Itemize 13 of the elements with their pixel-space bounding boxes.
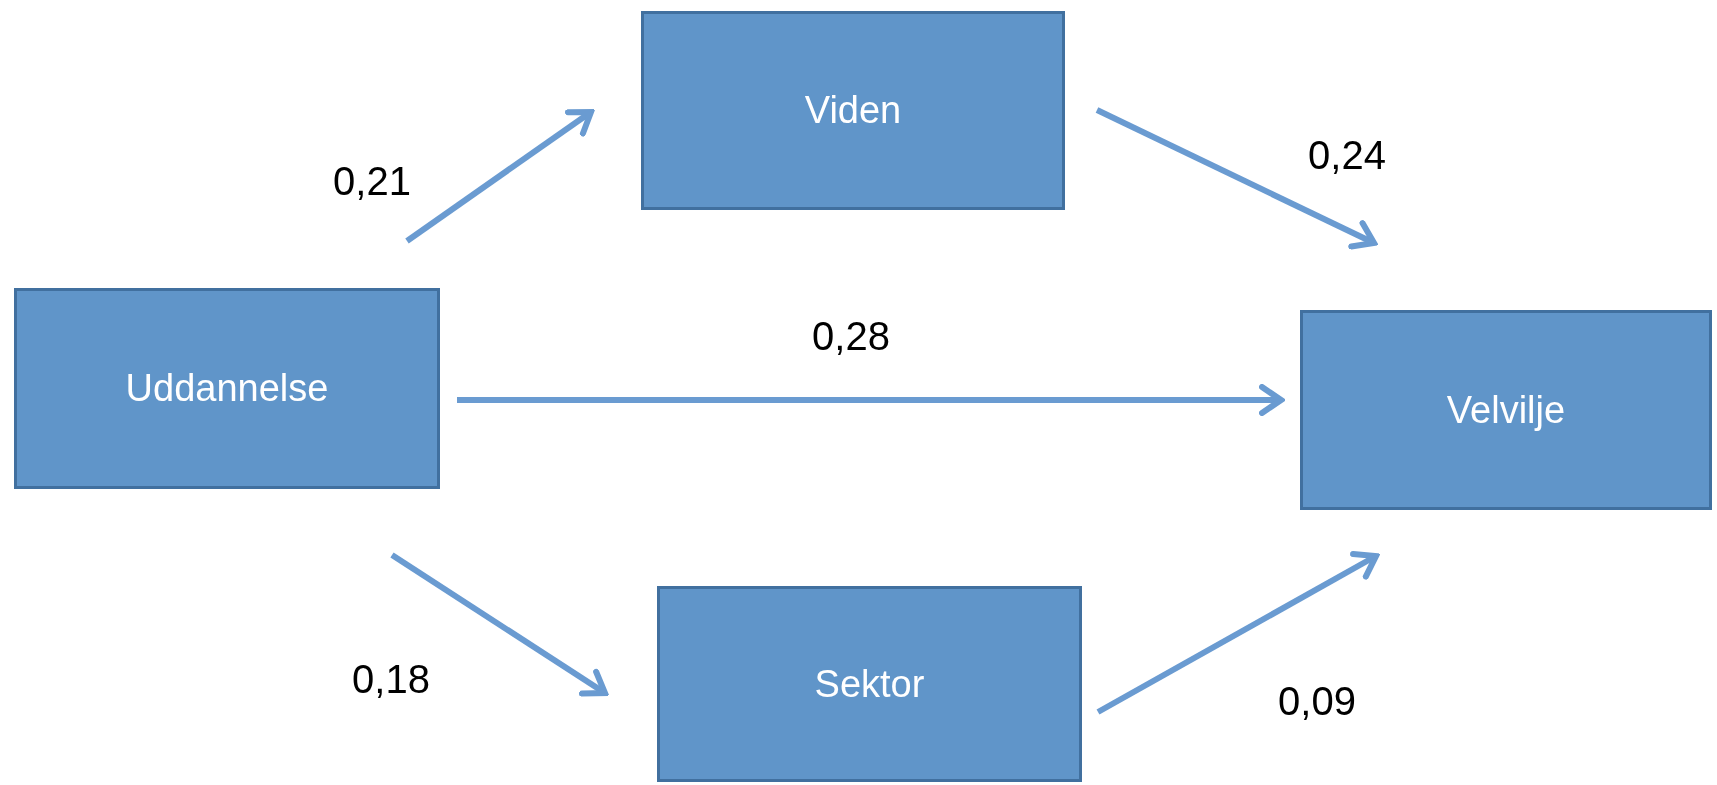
arrow <box>457 384 1284 416</box>
process-box <box>657 586 1082 782</box>
process-box <box>14 288 440 489</box>
arrow <box>1096 550 1379 715</box>
process-box <box>1300 310 1712 510</box>
node-label: Uddannelse <box>125 367 329 410</box>
node-label: Velvilje <box>1446 388 1566 432</box>
arrow <box>405 109 594 244</box>
node-label: Sektor <box>814 662 925 706</box>
process-box <box>641 11 1065 210</box>
arrow <box>1095 107 1377 250</box>
arrow <box>390 552 608 697</box>
node-label: Viden <box>804 89 902 132</box>
